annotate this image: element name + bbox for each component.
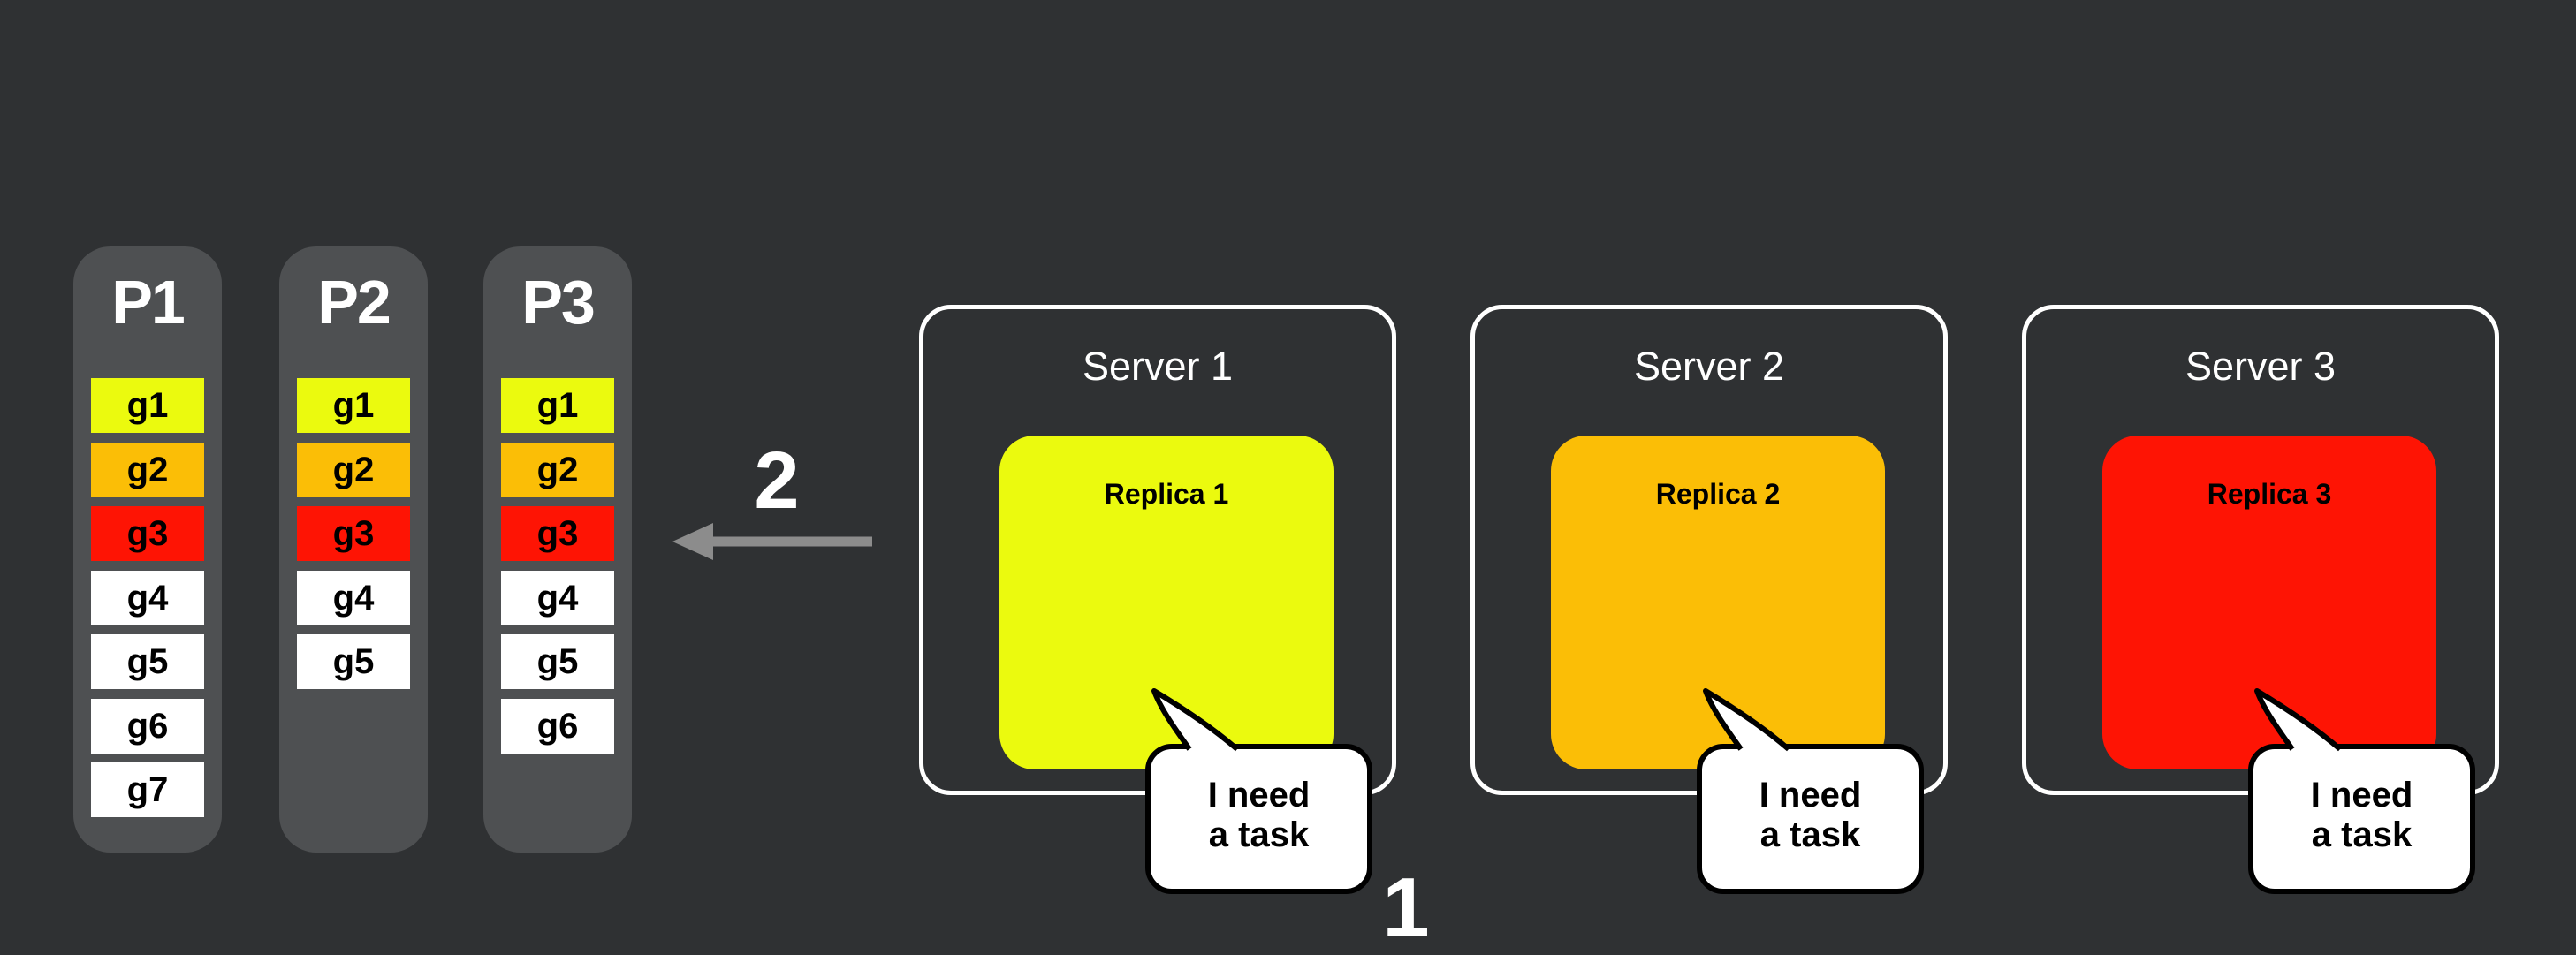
bubble-line-2: a task: [1208, 815, 1310, 854]
bubble-line-1: I need: [2310, 776, 2413, 815]
task-box-g1: g1: [297, 378, 410, 433]
task-box-g7: g7: [91, 762, 204, 817]
speech-bubble-3: I need a task: [2248, 744, 2475, 894]
replica-title: Replica 3: [2207, 478, 2332, 510]
task-box-g4: g4: [91, 570, 204, 625]
bubble-line-2: a task: [1759, 815, 1861, 854]
speech-bubble-2: I need a task: [1697, 744, 1924, 894]
partition-title: P1: [111, 268, 186, 337]
task-box-g2: g2: [297, 442, 410, 497]
speech-tail-icon: [1151, 688, 1239, 752]
speech-tail-icon: [2254, 688, 2342, 752]
replica-3-box: Replica 3: [2102, 436, 2436, 769]
task-list: g1 g2 g3 g4 g5 g6: [501, 378, 614, 754]
server-title: Server 1: [1082, 344, 1234, 389]
task-box-g3: g3: [501, 506, 614, 561]
task-box-g1: g1: [501, 378, 614, 433]
replica-title: Replica 1: [1104, 478, 1229, 510]
speech-bubble-1: I need a task: [1145, 744, 1372, 894]
partition-p2: P2 g1 g2 g3 g4 g5: [279, 246, 428, 853]
partition-title: P2: [317, 268, 391, 337]
task-box-g5: g5: [501, 634, 614, 689]
server-title: Server 3: [2185, 344, 2337, 389]
task-list: g1 g2 g3 g4 g5: [297, 378, 410, 689]
task-box-g2: g2: [501, 442, 614, 497]
bubble-line-1: I need: [1759, 776, 1862, 815]
step-2-label: 2: [754, 436, 799, 526]
partition-p3: P3 g1 g2 g3 g4 g5 g6: [483, 246, 632, 853]
speech-tail-icon: [1703, 688, 1790, 752]
task-box-g2: g2: [91, 442, 204, 497]
replica-title: Replica 2: [1655, 478, 1781, 510]
task-box-g5: g5: [91, 634, 204, 689]
partition-title: P3: [521, 268, 596, 337]
task-box-g6: g6: [501, 698, 614, 754]
bubble-line-2: a task: [2311, 815, 2413, 854]
task-box-g1: g1: [91, 378, 204, 433]
task-box-g4: g4: [297, 570, 410, 625]
partition-p1: P1 g1 g2 g3 g4 g5 g6 g7: [73, 246, 222, 853]
task-box-g5: g5: [297, 634, 410, 689]
server-3-box: Server 3 Replica 3: [2022, 305, 2499, 795]
task-box-g4: g4: [501, 570, 614, 625]
server-title: Server 2: [1633, 344, 1785, 389]
step-1-label: 1: [1382, 860, 1429, 955]
server-1-box: Server 1 Replica 1: [919, 305, 1396, 795]
task-box-g6: g6: [91, 698, 204, 754]
left-arrow-icon: [672, 523, 872, 560]
task-list: g1 g2 g3 g4 g5 g6 g7: [91, 378, 204, 817]
bubble-line-1: I need: [1207, 776, 1311, 815]
task-box-g3: g3: [91, 506, 204, 561]
task-box-g3: g3: [297, 506, 410, 561]
